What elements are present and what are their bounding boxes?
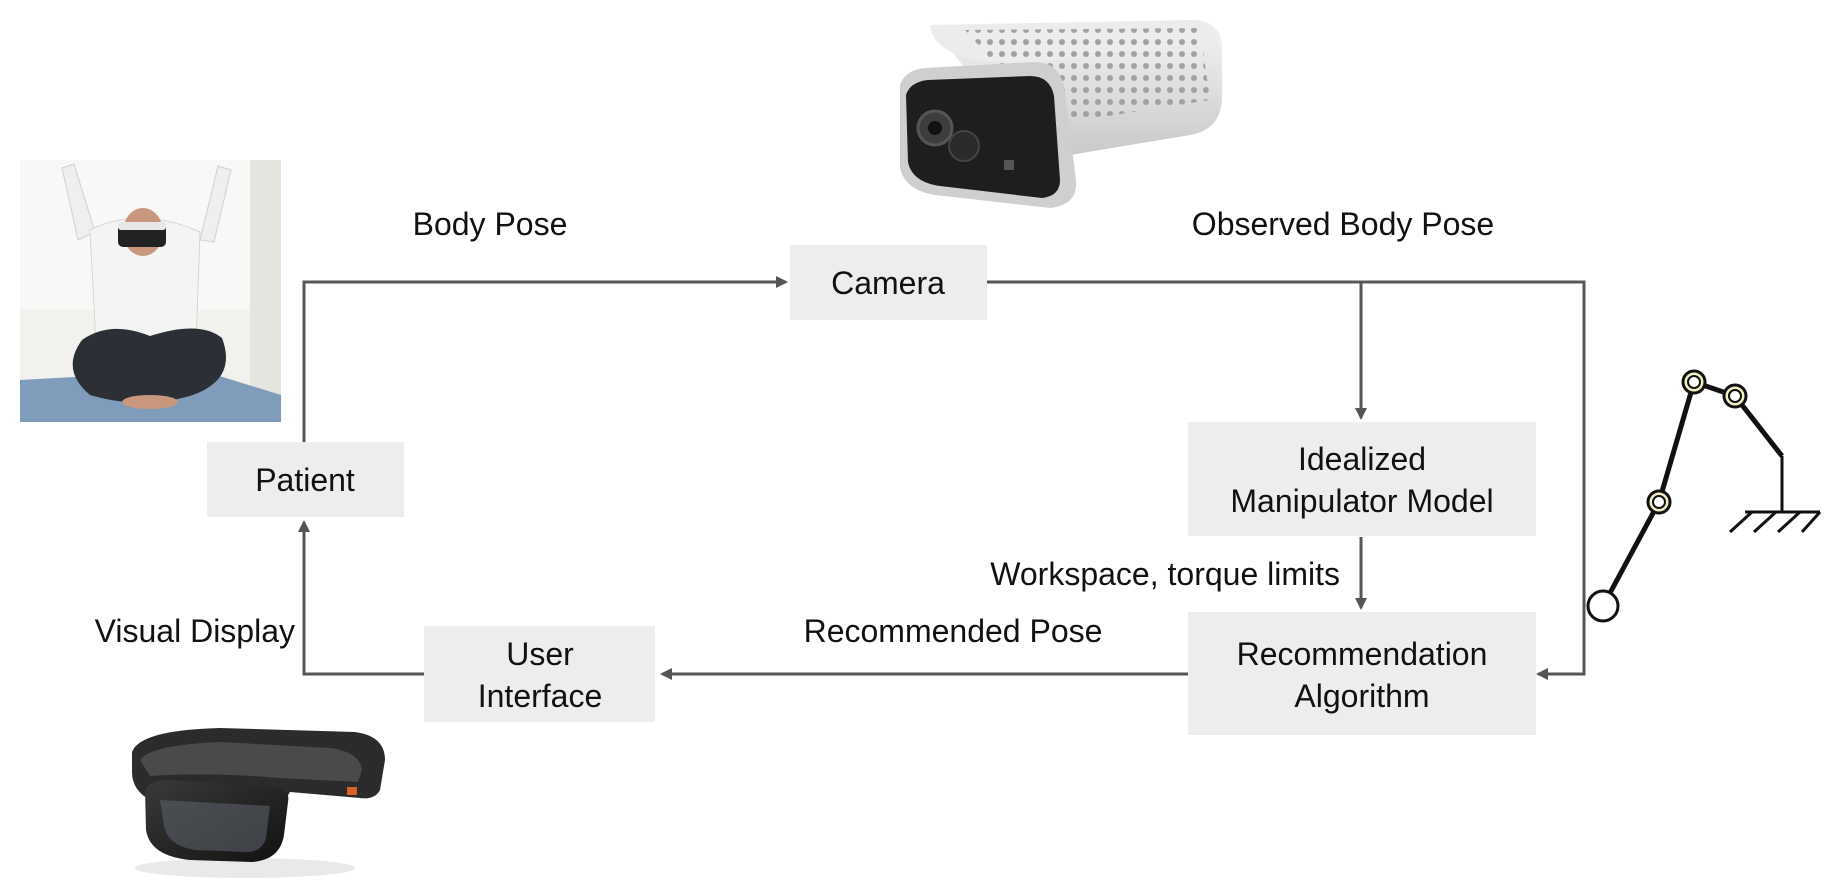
camera-node: Camera xyxy=(790,245,987,320)
idealized-node: Idealized Manipulator Model xyxy=(1188,422,1536,536)
patient-box xyxy=(207,442,404,517)
body-pose-label: Body Pose xyxy=(413,206,568,242)
depth-camera-icon xyxy=(900,20,1222,208)
camera-label: Camera xyxy=(831,265,945,301)
recommendation-box xyxy=(1188,612,1536,735)
observed-body-pose-label: Observed Body Pose xyxy=(1192,206,1494,242)
visual-display-label: Visual Display xyxy=(95,613,295,649)
robot-arm-icon xyxy=(1586,369,1822,623)
ui-label-line1: User xyxy=(506,636,574,672)
recommendation-label-line2: Algorithm xyxy=(1294,678,1429,714)
ui-node: User Interface xyxy=(424,626,655,722)
edge-patient-to-camera xyxy=(302,276,788,444)
idealized-box xyxy=(1188,422,1536,536)
connectors xyxy=(298,276,1586,680)
recommended-pose-label: Recommended Pose xyxy=(804,613,1103,649)
recommendation-label-line1: Recommendation xyxy=(1237,636,1488,672)
patient-node: Patient xyxy=(207,442,404,517)
ui-label-line2: Interface xyxy=(478,678,603,714)
person-with-vr-headset-icon xyxy=(20,160,281,422)
edge-camera-to-recommendation xyxy=(986,280,1586,680)
patient-label: Patient xyxy=(255,462,355,498)
ui-box xyxy=(424,626,655,722)
camera-box xyxy=(790,245,987,320)
ar-headset-icon xyxy=(132,728,385,878)
edge-ui-to-patient xyxy=(298,520,424,676)
idealized-label-line1: Idealized xyxy=(1298,441,1426,477)
idealized-label-line2: Manipulator Model xyxy=(1230,483,1493,519)
recommendation-node: Recommendation Algorithm xyxy=(1188,612,1536,735)
workspace-torque-label: Workspace, torque limits xyxy=(990,556,1340,592)
